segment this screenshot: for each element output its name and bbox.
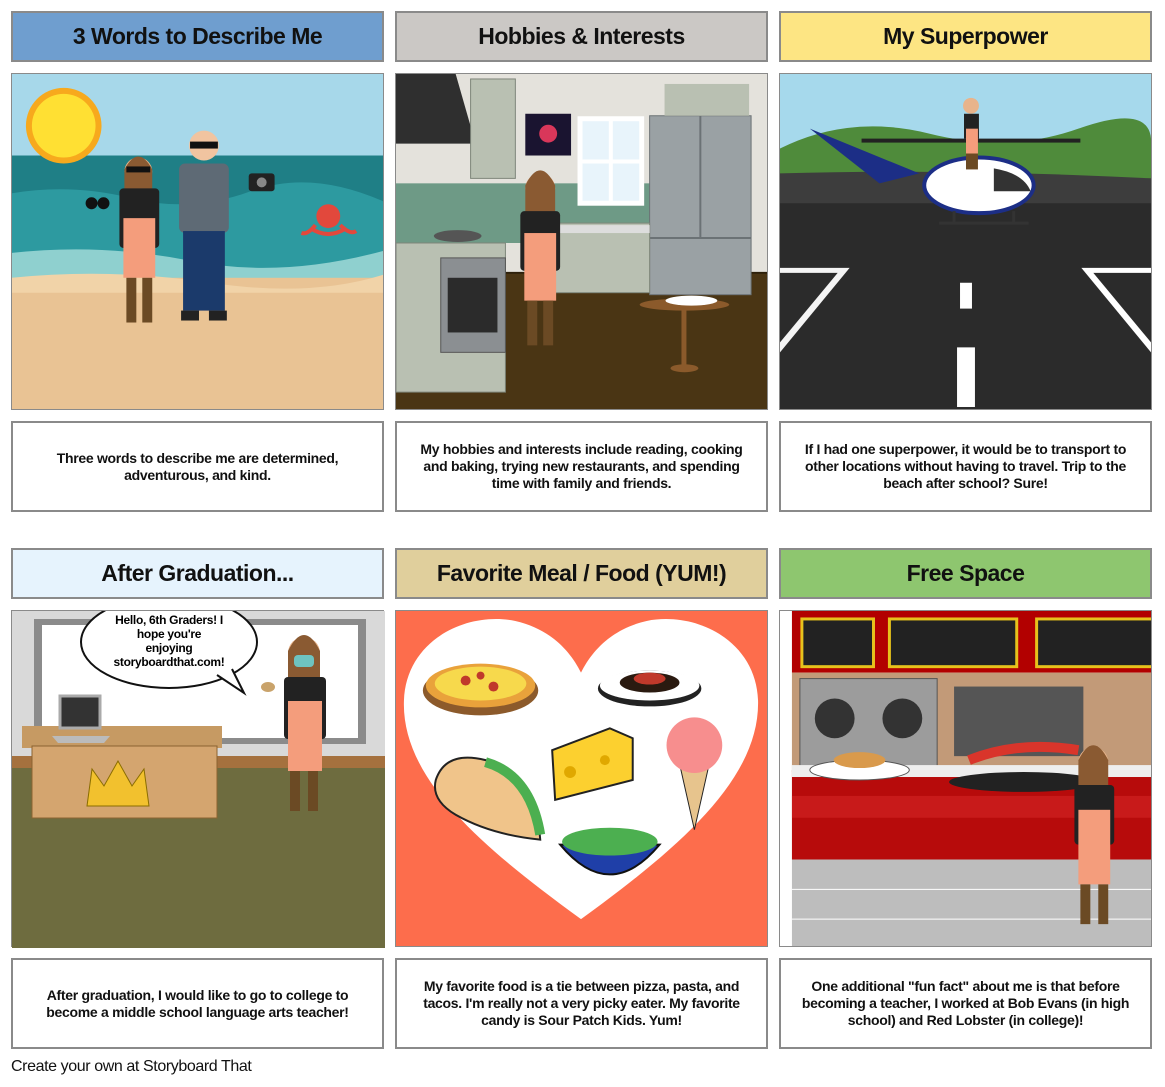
panel-caption-favorite-food: My favorite food is a tie between pizza,…: [395, 958, 768, 1049]
panel-title-superpower: My Superpower: [779, 11, 1152, 62]
cheese-icon: [551, 727, 634, 802]
ice-cream-icon: [666, 717, 723, 830]
speech-bubble-shape: [80, 611, 258, 696]
speech-bubble-text: Hello, 6th Graders! I hope you're enjoyi…: [113, 613, 225, 669]
panel-caption-3-words: Three words to describe me are determine…: [11, 421, 384, 512]
panel-title-favorite-food: Favorite Meal / Food (YUM!): [395, 548, 768, 599]
panel-caption-free-space: One additional "fun fact" about me is th…: [779, 958, 1152, 1049]
panel-caption-superpower: If I had one superpower, it would be to …: [779, 421, 1152, 512]
salad-icon: [557, 827, 662, 876]
helicopter-scene: [779, 73, 1152, 410]
restaurant-scene: [779, 610, 1152, 947]
panel-caption-hobbies: My hobbies and interests include reading…: [395, 421, 768, 512]
pasta-icon: [597, 670, 702, 707]
classroom-scene: Hello, 6th Graders! I hope you're enjoyi…: [11, 610, 385, 948]
storyboard-that-link[interactable]: Create your own at Storyboard That: [11, 1058, 252, 1075]
panel-title-after-graduation: After Graduation...: [11, 548, 384, 599]
kitchen-scene: [395, 73, 768, 410]
food-heart-scene: [395, 610, 768, 947]
pizza-icon: [422, 663, 539, 716]
panel-title-hobbies: Hobbies & Interests: [395, 11, 768, 62]
octopus-icon: [300, 204, 358, 237]
panel-caption-after-graduation: After graduation, I would like to go to …: [11, 958, 384, 1049]
taco-icon: [434, 756, 546, 841]
panel-title-3-words: 3 Words to Describe Me: [11, 11, 384, 62]
panel-title-free-space: Free Space: [779, 548, 1152, 599]
beach-scene: [11, 73, 384, 410]
